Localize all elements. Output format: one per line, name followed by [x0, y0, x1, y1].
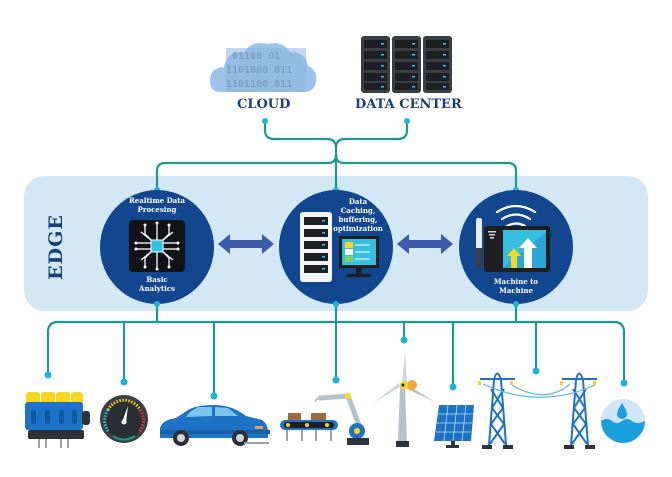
wind-turbine-icon [373, 352, 435, 447]
machine-to-machine-label: Machine to Machine [493, 277, 539, 295]
binary-line-1: 01100 01 [232, 51, 280, 62]
server-monitor-icon [300, 212, 379, 282]
data-center-label: DATA CENTER [355, 97, 462, 112]
power-tower-bases [482, 445, 595, 449]
bidirectional-arrow-icon [218, 234, 274, 254]
connector-dots-bottom [44, 301, 628, 400]
top-connector-lines [155, 121, 518, 190]
bidirectional-arrow-icon [397, 234, 453, 254]
data-caching-label: Data Caching, buffering, optimization [333, 197, 383, 233]
basic-analytics-label: Basic Analytics [139, 275, 175, 293]
binary-line-3: 1101100 011 [226, 79, 292, 90]
wireless-tablet-icon [476, 204, 550, 272]
cloud-binary-text: 01100 01 1101000 011 1101100 011 [226, 51, 292, 90]
power-tower-insulators [478, 381, 596, 385]
solar-panel-icon [434, 404, 474, 448]
processor-chip-icon [129, 220, 185, 272]
speedometer-icon [100, 395, 148, 443]
cloud-label: CLOUD [237, 97, 291, 112]
robot-arm-conveyor-icon [280, 393, 369, 445]
power-tower-icon [480, 372, 597, 446]
engine-icon [25, 392, 90, 448]
car-icon [160, 405, 270, 446]
realtime-processing-label: Realtime Data Procesing [128, 196, 186, 214]
binary-line-2: 1101000 011 [226, 65, 292, 76]
server-rack-icon [361, 36, 452, 93]
cloud-icon [210, 43, 317, 92]
water-drop-icon [601, 399, 645, 443]
